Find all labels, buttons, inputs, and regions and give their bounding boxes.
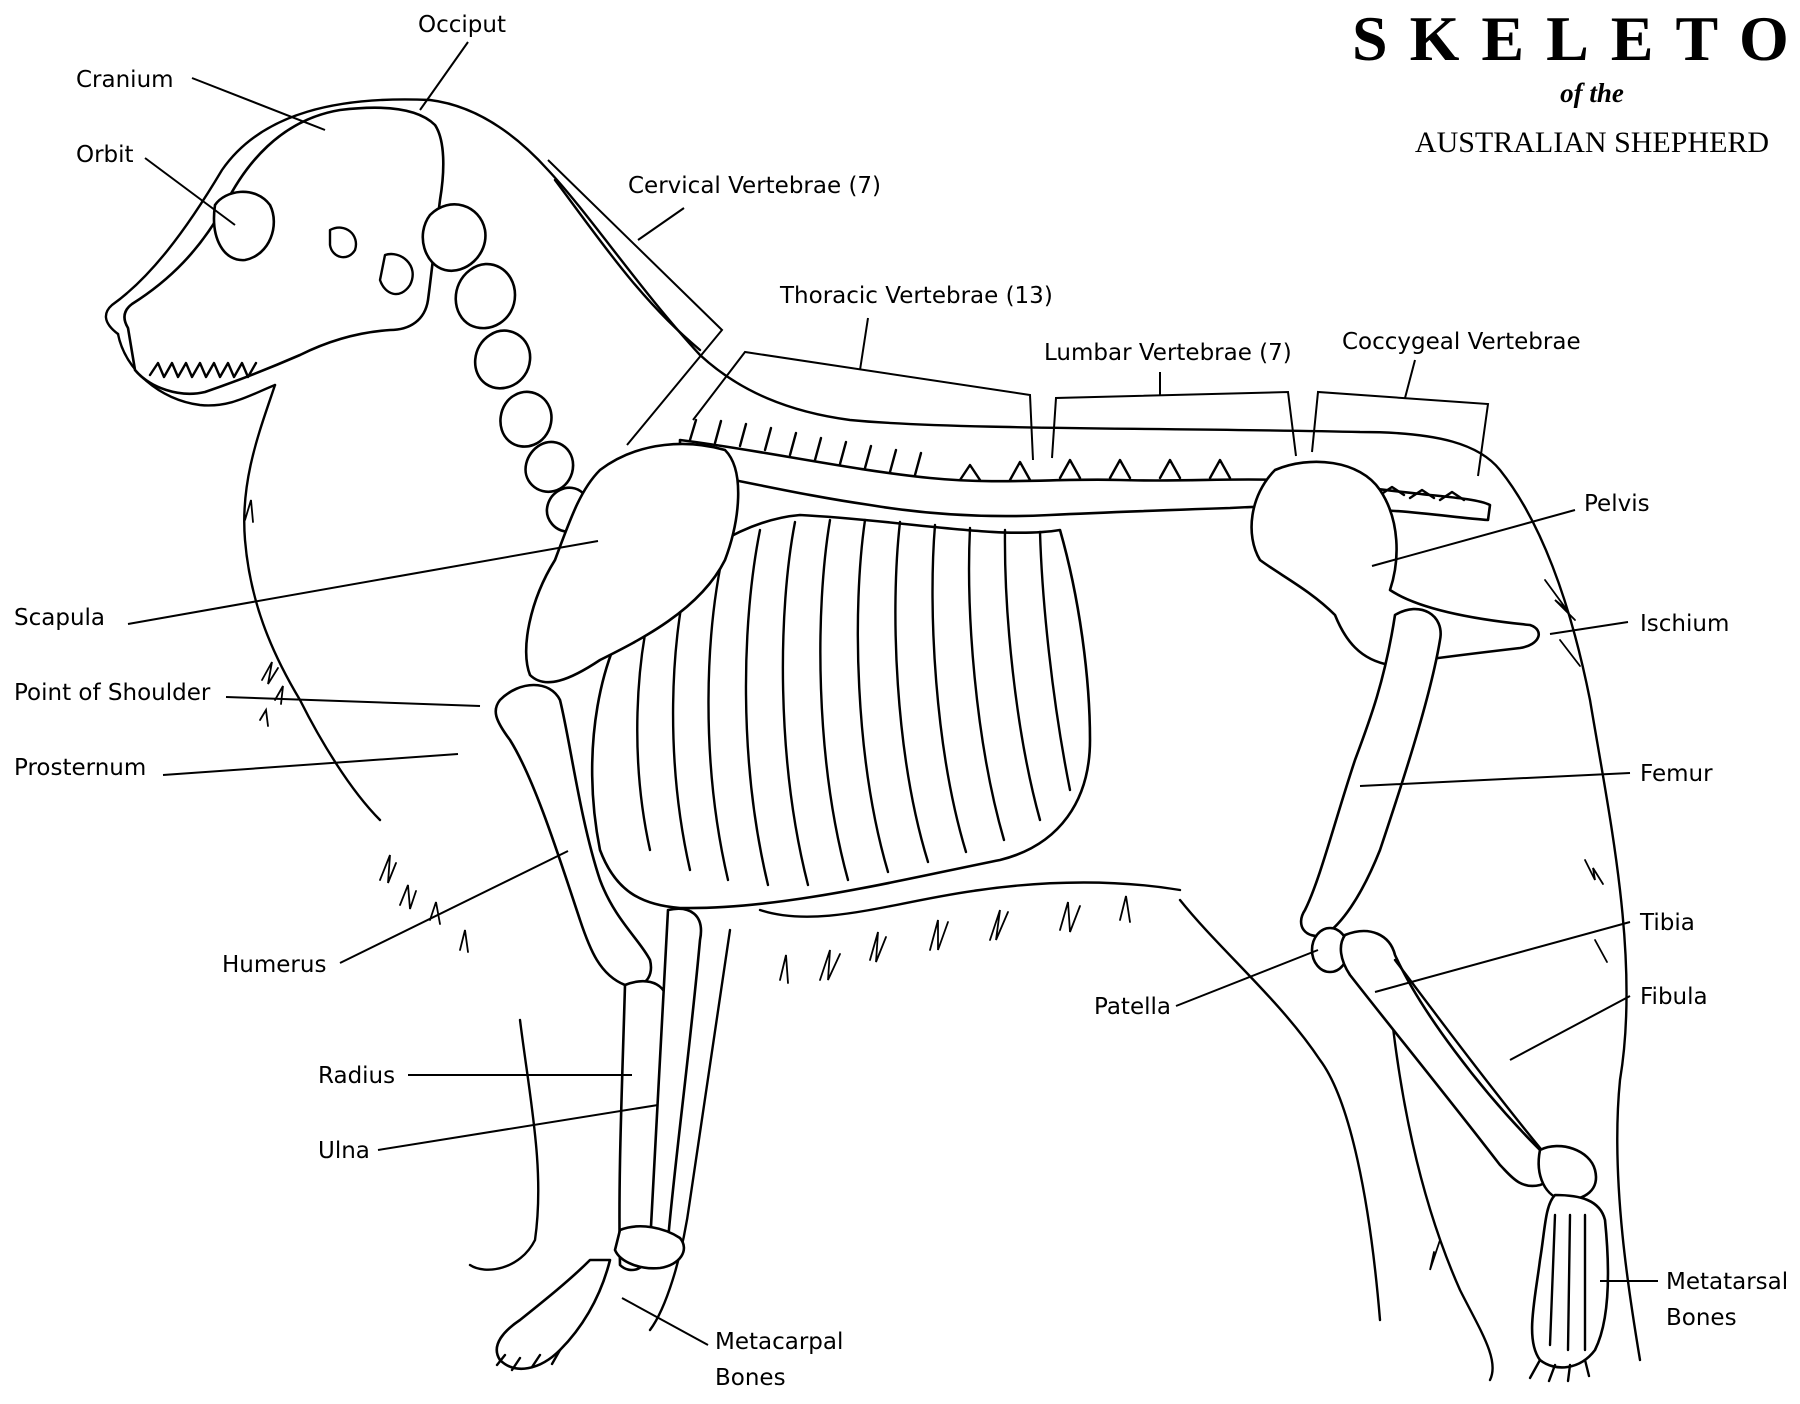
thoracic-leader — [860, 318, 868, 370]
point-of-shoulder-leader — [226, 697, 480, 706]
label-metacarpal-1: Metacarpal — [715, 1329, 843, 1355]
prosternum-leader — [163, 754, 458, 775]
label-tibia: Tibia — [1639, 910, 1695, 936]
patella-leader — [1176, 950, 1318, 1006]
fibula-leader — [1510, 996, 1630, 1060]
label-point-of-shoulder: Point of Shoulder — [14, 680, 211, 706]
label-ischium: Ischium — [1640, 611, 1729, 637]
label-fibula: Fibula — [1640, 984, 1708, 1010]
front-paw — [497, 1226, 684, 1370]
cervical-vertebrae — [423, 204, 589, 531]
thoracic-bracket — [693, 352, 1033, 460]
metacarpal-leader — [622, 1298, 708, 1345]
label-metatarsal-2: Bones — [1666, 1305, 1737, 1331]
title-sub: of the — [1560, 78, 1624, 108]
ulna-leader — [378, 1105, 658, 1150]
lumbar-bracket — [1052, 392, 1296, 458]
scapula-leader — [128, 541, 598, 624]
label-metatarsal-1: Metatarsal — [1666, 1269, 1788, 1295]
label-pelvis: Pelvis — [1584, 491, 1650, 517]
label-ulna: Ulna — [318, 1138, 370, 1164]
occiput-leader — [420, 42, 468, 110]
label-radius: Radius — [318, 1063, 395, 1089]
tibia-bone — [1341, 931, 1551, 1186]
label-prosternum: Prosternum — [14, 755, 146, 781]
title-main: SKELETON — [1352, 3, 1800, 74]
orbit-bone — [214, 192, 274, 260]
ulna-bone — [650, 909, 701, 1256]
label-cranium: Cranium — [76, 67, 174, 93]
tibia-leader — [1375, 922, 1630, 992]
label-cervical: Cervical Vertebrae (7) — [628, 173, 881, 199]
humerus-leader — [340, 851, 568, 963]
cervical-bracket — [548, 160, 722, 445]
label-coccygeal: Coccygeal Vertebrae — [1342, 329, 1581, 355]
label-humerus: Humerus — [222, 952, 326, 978]
label-scapula: Scapula — [14, 605, 105, 631]
title-name: AUSTRALIAN SHEPHERD — [1415, 126, 1769, 159]
label-patella: Patella — [1094, 994, 1171, 1020]
orbit-leader — [145, 158, 235, 225]
hind-paw — [1530, 1146, 1608, 1381]
label-thoracic: Thoracic Vertebrae (13) — [779, 283, 1053, 309]
label-lumbar: Lumbar Vertebrae (7) — [1044, 340, 1292, 366]
cranium-leader — [192, 78, 325, 130]
cervical-leader — [638, 208, 684, 240]
label-femur: Femur — [1640, 761, 1713, 787]
label-metacarpal-2: Bones — [715, 1365, 786, 1391]
coccygeal-leader — [1405, 360, 1415, 398]
label-orbit: Orbit — [76, 142, 134, 168]
ischium-leader — [1550, 622, 1628, 634]
label-occiput: Occiput — [418, 12, 506, 38]
skull — [125, 108, 444, 394]
